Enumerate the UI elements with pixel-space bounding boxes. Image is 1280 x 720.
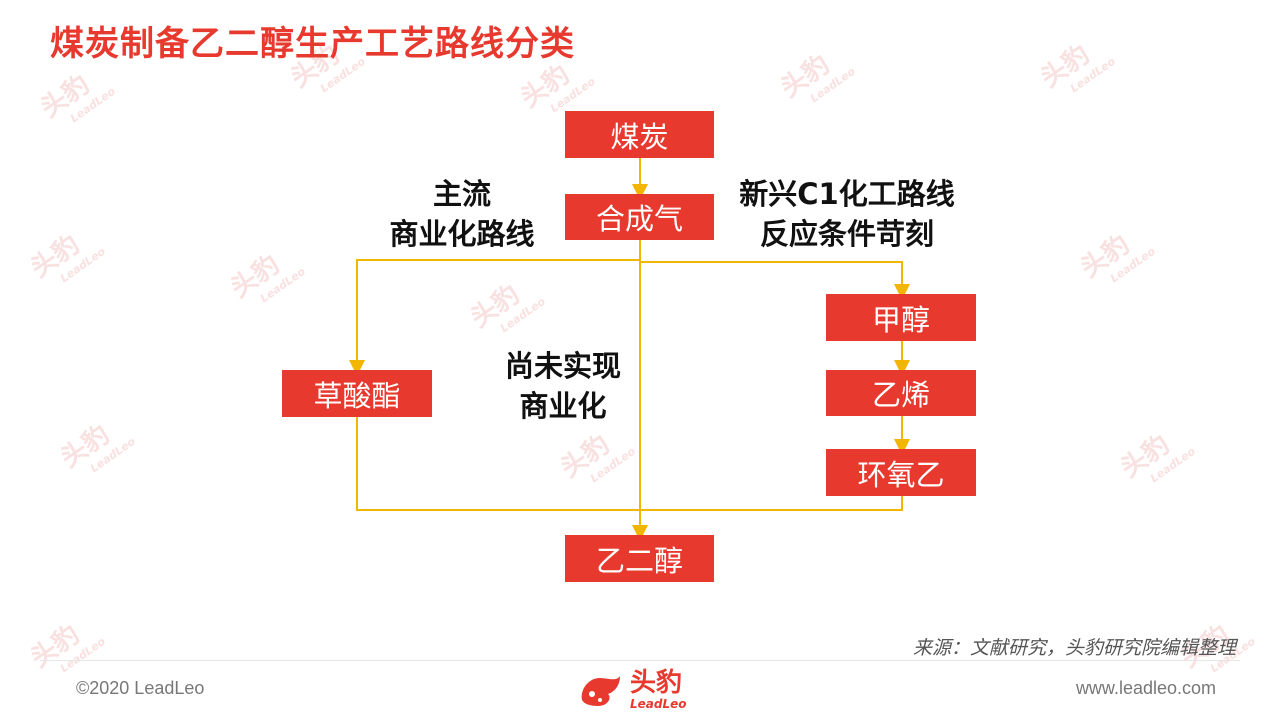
label-not-commercialized: 尚未实现 商业化: [504, 349, 621, 423]
page-title: 煤炭制备乙二醇生产工艺路线分类: [50, 24, 575, 64]
connector-epoxide-glycol: [640, 496, 903, 511]
connector-syngas-methanol: [640, 261, 910, 300]
node-coal: 煤炭: [565, 111, 714, 158]
node-ethylene: 乙烯: [826, 370, 976, 416]
copyright: ©2020 LeadLeo: [76, 678, 205, 698]
node-oxalate: 草酸酯: [282, 370, 432, 417]
logo-cn: 头豹: [630, 668, 683, 698]
node-glycol: 乙二醇: [565, 535, 714, 582]
leadleo-logo: 头豹 LeadLeo: [578, 664, 708, 716]
label-mainstream: 主流 商业化路线: [389, 177, 535, 251]
source-note: 来源：文献研究，头豹研究院编辑整理: [912, 637, 1236, 659]
node-methanol: 甲醇: [826, 294, 976, 341]
logo-en: LeadLeo: [630, 697, 687, 711]
node-syngas: 合成气: [565, 194, 714, 240]
connector-oxalate-glycol: [356, 417, 640, 511]
leopard-icon: [581, 676, 620, 706]
website: www.leadleo.com: [1075, 678, 1216, 698]
node-epoxide: 环氧乙: [826, 449, 976, 496]
connector-syngas-oxalate: [349, 259, 640, 376]
footer-divider: [40, 660, 1240, 661]
label-c1-route: 新兴C1化工路线 反应条件苛刻: [739, 177, 955, 251]
